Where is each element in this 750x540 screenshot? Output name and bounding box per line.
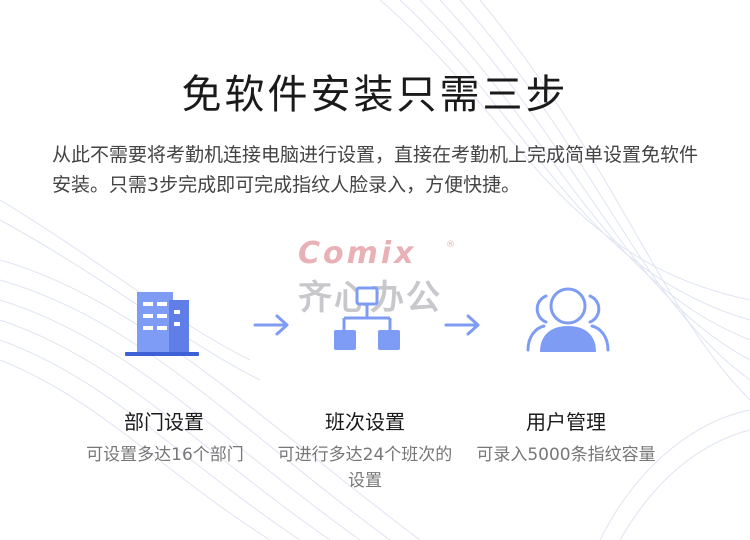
step-title-department: 部门设置 (124, 410, 204, 434)
users-icon (526, 287, 610, 352)
step-desc-department: 可设置多达16个部门 (86, 445, 244, 465)
arrow-right-icon (253, 314, 289, 336)
intro-text: 从此不需要将考勤机连接电脑进行设置，直接在考勤机上完成简单设置免软件安装。只需3… (52, 144, 699, 196)
registered-mark: ® (446, 240, 455, 250)
page-title: 免软件安装只需三步 (181, 72, 569, 118)
step-desc-shift: 可进行多达24个班次的设置 (277, 445, 453, 491)
step-desc-user: 可录入5000条指纹容量 (476, 445, 656, 465)
org-chart-icon (334, 286, 400, 350)
building-icon (125, 292, 199, 356)
brand-watermark: Comix ® 齐心办公 (298, 236, 458, 318)
brand-logo-en: Comix (298, 236, 417, 271)
step-title-user: 用户管理 (526, 410, 606, 434)
step-title-shift: 班次设置 (325, 410, 405, 434)
arrow-right-icon (444, 314, 480, 336)
